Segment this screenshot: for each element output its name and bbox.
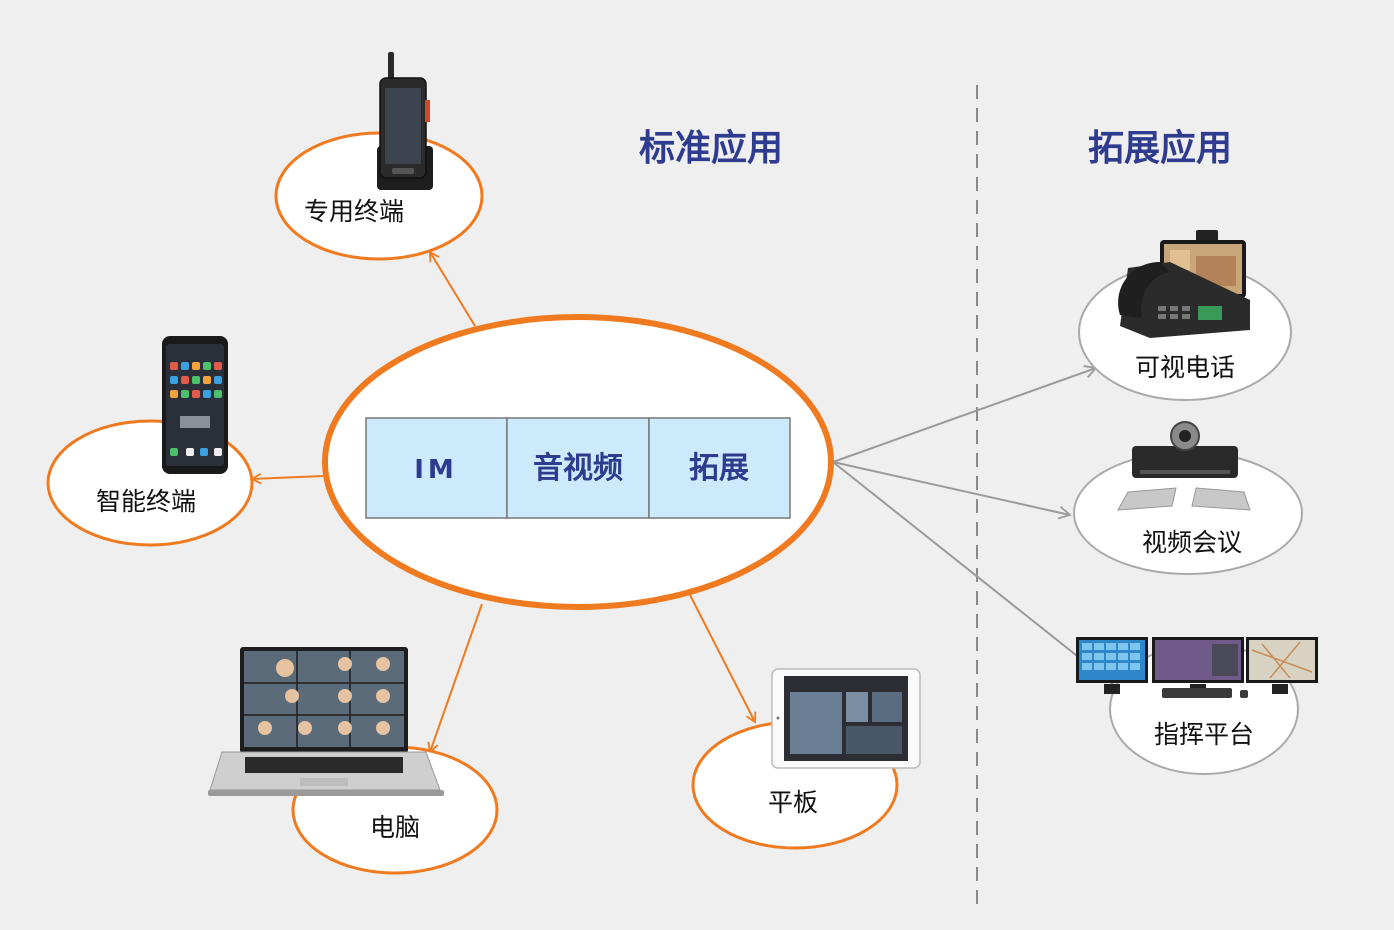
extended-apps-title: 拓展应用 (1088, 128, 1232, 169)
core-segment-bar: IM 音视频 拓展 (365, 417, 791, 519)
connector-computer (427, 603, 483, 754)
node-video-conference-label: 视频会议 (1142, 528, 1242, 557)
core-segment-ext[interactable] (648, 417, 791, 519)
core-segment-im[interactable] (365, 417, 508, 519)
connector-video-conference (832, 461, 1072, 520)
node-smart-terminal-label: 智能终端 (96, 487, 196, 516)
conference-camera-icon (1117, 421, 1251, 511)
standard-connectors (250, 250, 757, 754)
connector-tablet (689, 594, 757, 724)
node-computer-label: 电脑 (370, 813, 420, 842)
node-video-phone-label: 可视电话 (1135, 353, 1235, 382)
rugged-handheld-icon (377, 52, 433, 190)
connector-dedicated-terminal (429, 250, 476, 327)
standard-apps-title: 标准应用 (639, 128, 783, 169)
node-command-platform-label: 指挥平台 (1154, 720, 1254, 749)
connector-command-platform (832, 461, 1122, 692)
node-tablet-label: 平板 (768, 788, 818, 817)
command-console-icon (1076, 637, 1318, 698)
laptop-video-call-icon (208, 647, 444, 796)
node-dedicated-terminal-label: 专用终端 (304, 197, 404, 226)
smartphone-icon (162, 336, 228, 474)
video-phone-icon (1118, 230, 1250, 338)
core-segment-ext-label: 拓展 (689, 451, 749, 486)
connector-video-phone (832, 365, 1098, 463)
core-segment-av-label: 音视频 (533, 451, 623, 486)
connector-smart-terminal (250, 472, 324, 485)
extended-connectors (832, 365, 1122, 692)
tablet-icon (771, 668, 921, 769)
core-segment-im-label: IM (414, 455, 458, 485)
